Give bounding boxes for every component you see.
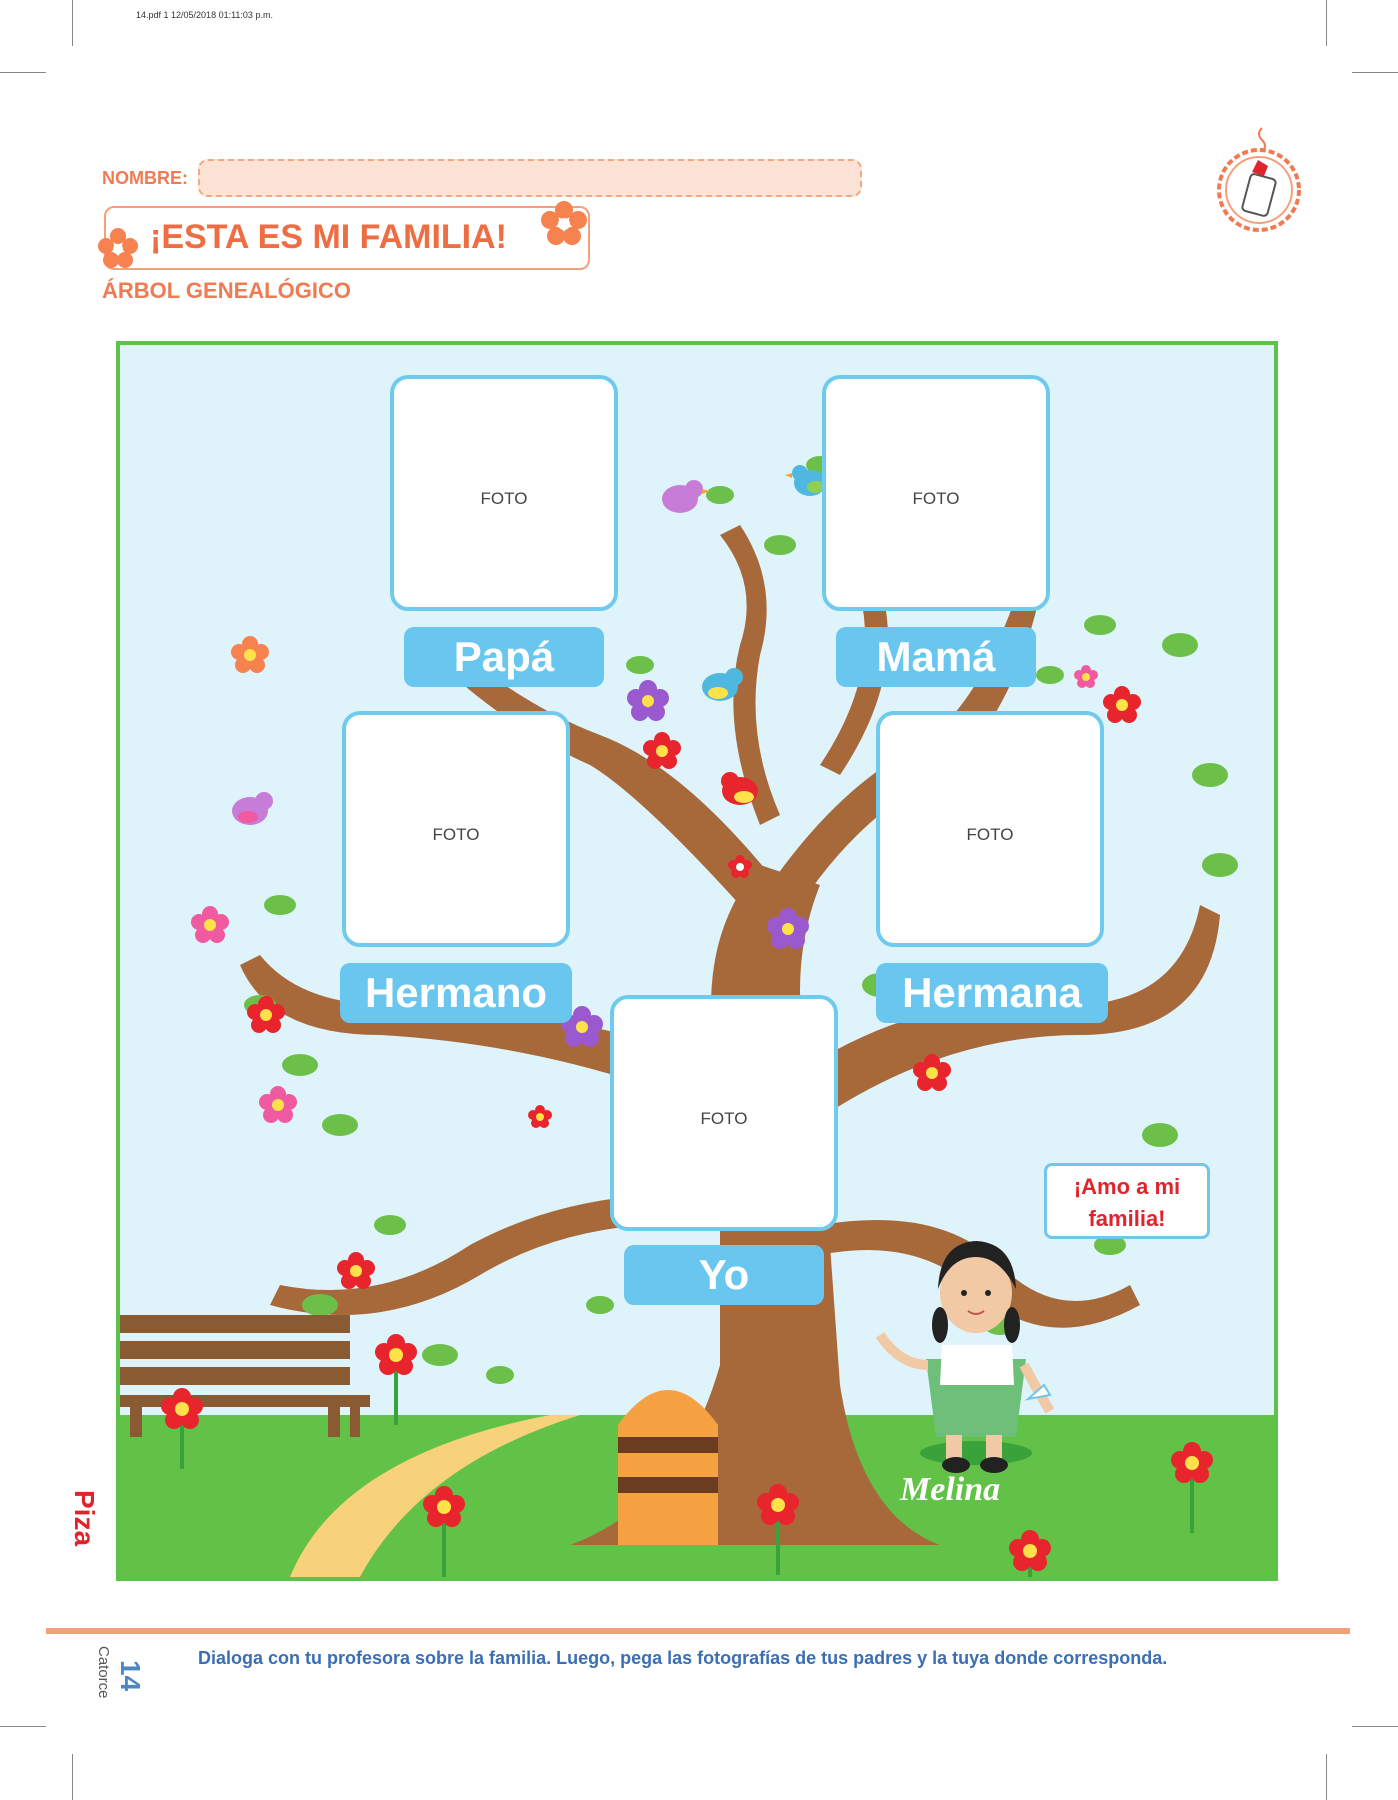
photo-frame-mama[interactable]: FOTO [822,375,1050,611]
title-frame [104,206,590,270]
page-number: 14 [115,1660,146,1692]
footer-divider [46,1628,1350,1634]
family-tree-scene: FOTO Papá FOTO Mamá FOTO Hermano FOTO He… [116,341,1278,1581]
instruction-text: Dialoga con tu profesora sobre la famili… [198,1648,1168,1668]
publisher-logo: Piza [69,1490,100,1547]
girl-character-icon [875,1241,1055,1473]
name-label: NOMBRE: [102,168,188,188]
flower-decoration-icon [98,228,138,268]
name-field[interactable] [198,159,862,197]
tree-illustration [120,456,1274,1577]
photo-placeholder-text: FOTO [480,489,528,508]
photo-frame-hermana[interactable]: FOTO [876,711,1104,947]
label-hermano: Hermano [340,963,572,1023]
label-mama: Mamá [836,627,1036,687]
character-name: Melina [900,1471,1001,1508]
label-yo: Yo [624,1245,824,1305]
label-papa: Papá [404,627,604,687]
page-subtitle: ÁRBOL GENEALÓGICO [102,278,351,303]
photo-placeholder-text: FOTO [700,1109,748,1128]
photo-frame-hermano[interactable]: FOTO [342,711,570,947]
glue-bottle-icon [1217,127,1301,232]
label-hermana: Hermana [876,963,1108,1023]
photo-placeholder-text: FOTO [912,489,960,508]
page-number-word: Catorce [95,1646,112,1699]
page-title: ¡ESTA ES MI FAMILIA! [150,218,507,256]
photo-placeholder-text: FOTO [966,825,1014,844]
flower-decoration-icon [541,201,587,245]
photo-frame-papa[interactable]: FOTO [390,375,618,611]
photo-placeholder-text: FOTO [432,825,480,844]
photo-frame-yo[interactable]: FOTO [610,995,838,1231]
file-stamp: 14.pdf 1 12/05/2018 01:11:03 p.m. [136,10,273,20]
speech-bubble: ¡Amo a mi familia! [1044,1163,1210,1239]
